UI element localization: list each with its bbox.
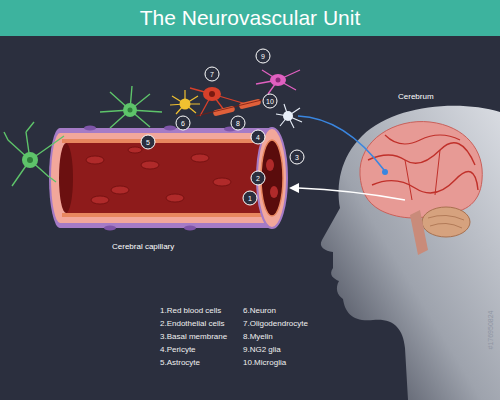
key-item: 7.Oligodendrocyte xyxy=(243,319,308,328)
part-label: Cerebrum xyxy=(398,92,434,101)
callout-number: 9 xyxy=(261,53,265,60)
callout-number: 6 xyxy=(181,120,185,127)
neuron-cell xyxy=(4,122,64,186)
callout-number: 7 xyxy=(210,71,214,78)
ng2-glia-cell xyxy=(256,70,300,94)
part-label: Cerebral capillary xyxy=(112,242,174,251)
pointer-line xyxy=(298,116,384,170)
title-text: The Neurovascular Unit xyxy=(0,0,500,36)
callout-number: 3 xyxy=(295,154,299,161)
key-item: 5.Astrocyte xyxy=(160,358,200,367)
callout-circle xyxy=(141,49,304,205)
capillary xyxy=(49,126,287,231)
key-item: 9.NG2 glia xyxy=(243,345,281,354)
oligodendrocyte-cell xyxy=(190,87,270,117)
title-banner xyxy=(0,0,500,36)
key-item: 2.Endothelial cells xyxy=(160,319,224,328)
key-item: 3.Basal membrane xyxy=(160,332,227,341)
head-silhouette xyxy=(321,106,500,400)
callout-number: 1 xyxy=(248,195,252,202)
astrocyte-cell xyxy=(100,86,162,128)
microglia-cell xyxy=(276,104,302,128)
key-item: 1.Red blood cells xyxy=(160,306,221,315)
callout-number: 4 xyxy=(256,134,260,141)
callout-number: 5 xyxy=(146,139,150,146)
callout-number: 2 xyxy=(256,175,260,182)
callout-number: 8 xyxy=(236,120,240,127)
pointer-dot xyxy=(382,169,388,175)
key-item: 6.Neuron xyxy=(243,306,276,315)
pointer-arrow xyxy=(298,188,405,200)
arrow-head xyxy=(289,183,299,193)
key-item: 10.Microglia xyxy=(243,358,286,367)
key-item: 4.Pericyte xyxy=(160,345,196,354)
watermark: #176950824 xyxy=(487,311,495,350)
brain xyxy=(360,122,482,255)
key-item: 8.Myelin xyxy=(243,332,273,341)
neuron-cell xyxy=(170,90,200,114)
callout-number: 10 xyxy=(266,98,274,105)
